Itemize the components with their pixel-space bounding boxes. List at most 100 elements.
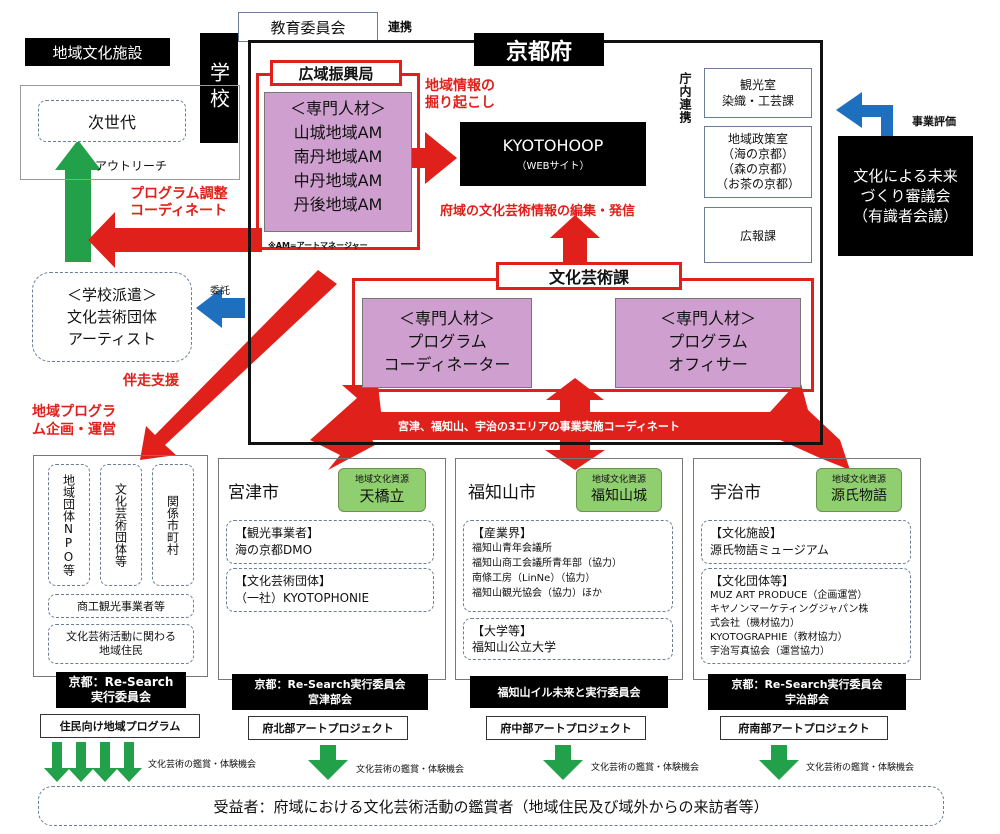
three-area-label: 宮津、福知山、宇治の3エリアの事業実施コーディネート	[398, 420, 680, 433]
miyazu-red-arrow	[310, 385, 382, 470]
am-chutan: 中丹地域AM	[293, 171, 383, 190]
outreach-green-arrow	[55, 140, 101, 262]
fukuchiyama-red-arrow	[545, 440, 605, 470]
officer-box: ＜専門人材＞ プログラム オフィサー	[615, 298, 801, 388]
kyoiku-label: 教育委員会	[270, 18, 346, 37]
am-yamashiro: 山城地域AM	[293, 123, 383, 142]
am-to-hoop-red-arrow	[400, 132, 457, 184]
jisedai-label: 次世代	[87, 113, 136, 132]
shingikai-box: 文化による未来 づくり審議会 （有識者会議）	[838, 136, 973, 256]
uji-g1-body: 源氏物語ミュージアム	[710, 543, 829, 557]
am-tango: 丹後地域AM	[293, 195, 383, 214]
diagonal-red-arrow	[140, 270, 337, 460]
fukuchiyama-project: 府中部アートプロジェクト	[486, 716, 646, 740]
miyazu-resource-label: 地域文化資源	[354, 475, 409, 485]
miyazu-project: 府北部アートプロジェクト	[248, 716, 408, 740]
fukuchiyama-resource-label: 地域文化資源	[591, 475, 646, 485]
program-chosei-label: プログラム調整 コーディネート	[130, 186, 228, 219]
three-area-red-band	[368, 412, 790, 440]
fukuchiyama-g1-title: 【産業界】	[472, 526, 533, 540]
officer-title: ＜専門人材＞	[659, 309, 756, 328]
chiiki-seisaku-box: 地域政策室 （海の京都） （森の京都） （お茶の京都）	[704, 126, 812, 198]
program-adjust-red-arrow	[88, 212, 262, 268]
miyazu-city: 宮津市	[228, 483, 279, 503]
kyotohoop-sub: （WEBサイト）	[516, 161, 590, 172]
miyazu-resource-name: 天橋立	[359, 487, 405, 505]
itaku-label: 委託	[210, 286, 230, 297]
henshu-label: 府域の文化芸術情報の編集・発信	[440, 204, 636, 219]
fukuchiyama-g2-body: 福知山公立大学	[472, 640, 557, 654]
chiiki-seisaku-label: 地域政策室 （海の京都） （森の京都） （お茶の京都）	[715, 132, 800, 191]
chiiki-bunka-label: 地域文化施設	[25, 38, 170, 66]
itaku-blue-arrow	[196, 288, 245, 328]
miyazu-group1: 【観光事業者】 海の京都DMO	[226, 520, 434, 564]
coordinator-box: ＜専門人材＞ プログラム コーディネーター	[362, 298, 532, 388]
green-down-arrow-uji	[759, 745, 799, 780]
horiokoshi-label: 地域情報の 掘り起こし	[425, 78, 495, 111]
fukuchiyama-resource: 地域文化資源 福知山城	[576, 468, 662, 512]
uji-footer: 京都：Re-Search実行委員会 宇治部会	[708, 674, 906, 710]
jueki-box: 受益者：府域における文化芸術活動の鑑賞者（地域住民及び域外からの来訪者等）	[38, 786, 944, 826]
uji-g1-title: 【文化施設】	[710, 526, 783, 540]
kyotofu-title: 京都府	[474, 33, 604, 66]
green-down-arrow-1	[44, 742, 70, 782]
henshu-red-arrow	[550, 215, 600, 262]
kansho-label-1: 文化芸術の鑑賞・体験機会	[148, 760, 257, 770]
kouiki-title: 広域振興局	[270, 60, 402, 86]
haken-box: ＜学校派遣＞ 文化芸術団体 アーティスト	[32, 272, 192, 362]
jisedai-box: 次世代	[38, 100, 186, 142]
green-down-arrow-2	[68, 742, 94, 782]
miyazu-group2: 【文化芸術団体】 （一社）KYOTOPHONIE	[226, 568, 434, 612]
miyazu-g2-body: （一社）KYOTOPHONIE	[235, 591, 370, 605]
jigyo-hyoka-label: 事業評価	[912, 115, 956, 128]
green-down-arrow-3	[92, 742, 118, 782]
am-note: ※AM=アートマネージャー	[268, 241, 368, 250]
uji-resource-name: 源氏物語	[831, 488, 887, 504]
green-down-arrow-4	[116, 742, 142, 782]
center-up-red-arrow	[546, 378, 604, 412]
coordinator-body: プログラム コーディネーター	[383, 332, 511, 374]
renkei-label: 連携	[388, 20, 413, 34]
kansho-label-4: 文化芸術の鑑賞・体験機会	[806, 763, 915, 773]
col1-shoko: 商工観光事業者等	[48, 594, 194, 618]
fukuchiyama-footer: 福知山イル未来と実行委員会	[470, 676, 668, 708]
fukuchiyama-g2-title: 【大学等】	[472, 624, 533, 638]
uji-resource-label: 地域文化資源	[831, 475, 886, 485]
school-frame	[20, 85, 240, 180]
bansou-label: 伴走支援	[123, 373, 179, 389]
col1-project: 住民向け地域プログラム	[40, 714, 200, 738]
hyoka-blue-arrow	[836, 92, 893, 145]
fukuchiyama-resource-name: 福知山城	[591, 488, 647, 504]
col1-npo: 地域団体NPO等	[48, 464, 90, 586]
kohoka-label: 広報課	[739, 228, 776, 243]
bunka-ka-title: 文化芸術課	[496, 262, 682, 290]
uji-g2-title: 【文化団体等】	[710, 574, 795, 588]
kyotohoop-box: KYOTOHOOP （WEBサイト）	[460, 122, 646, 186]
haken-label: ＜学校派遣＞ 文化芸術団体 アーティスト	[66, 286, 157, 348]
officer-body: プログラム オフィサー	[668, 332, 748, 374]
miyazu-footer: 京都：Re-Search実行委員会 宮津部会	[232, 674, 428, 710]
kankoshitsu-box: 観光室 染織・工芸課	[704, 68, 812, 118]
miyazu-g1-title: 【観光事業者】	[235, 526, 320, 540]
kyotohoop-title: KYOTOHOOP	[502, 136, 604, 155]
shingikai-label: 文化による未来 づくり審議会 （有識者会議）	[852, 167, 958, 225]
fukuchiyama-group1: 【産業界】 福知山青年会議所 福知山商工会議所青年部（協力） 南條工房（LinN…	[463, 520, 673, 612]
uji-red-arrow	[770, 380, 850, 470]
kansho-label-3: 文化芸術の鑑賞・体験機会	[591, 763, 700, 773]
uji-group1: 【文化施設】 源氏物語ミュージアム	[701, 520, 911, 564]
uji-g2-body: MUZ ART PRODUCE（企画運営） キヤノンマーケティングジャパン株 式…	[710, 590, 869, 657]
kansho-label-2: 文化芸術の鑑賞・体験機会	[356, 765, 465, 775]
miyazu-g2-title: 【文化芸術団体】	[235, 574, 332, 588]
jueki-label: 受益者：府域における文化芸術活動の鑑賞者（地域住民及び域外からの来訪者等）	[213, 797, 769, 816]
col1-jumin: 文化芸術活動に関わる 地域住民	[48, 624, 194, 664]
coordinator-title: ＜専門人材＞	[398, 309, 495, 328]
fukuchiyama-group2: 【大学等】 福知山公立大学	[463, 618, 673, 660]
kyoiku-box: 教育委員会	[238, 12, 378, 42]
miyazu-g1-body: 海の京都DMO	[235, 543, 313, 557]
chiiki-program-label: 地域プログラ ム企画・運営	[32, 404, 116, 438]
uji-group2: 【文化団体等】 MUZ ART PRODUCE（企画運営） キヤノンマーケティン…	[701, 568, 911, 664]
am-box: ＜専門人材＞ 山城地域AM 南丹地域AM 中丹地域AM 丹後地域AM	[264, 92, 412, 232]
green-down-arrow-fukuchiyama	[543, 745, 583, 780]
outreach-label: アウトリーチ	[95, 159, 168, 173]
